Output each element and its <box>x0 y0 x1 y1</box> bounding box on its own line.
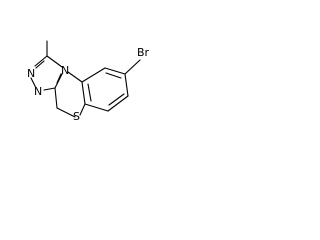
benzene-ring <box>81 67 129 112</box>
nitrogen-atom-label-upper: N <box>27 67 35 80</box>
molecule-structure-diagram: Br N N N S <box>27 40 150 123</box>
carbon-bromine-bond <box>124 59 141 75</box>
nitrogen-atom-label-lower: N <box>34 85 42 98</box>
nitrogen-atom-label-bridge: N <box>61 64 69 77</box>
nitrogen-aryl-bond <box>67 71 83 83</box>
thiazepine-ring <box>54 87 86 118</box>
sulfur-atom-label: S <box>73 110 80 123</box>
bromine-atom-label: Br <box>137 46 150 59</box>
triazole-ring <box>30 55 63 91</box>
